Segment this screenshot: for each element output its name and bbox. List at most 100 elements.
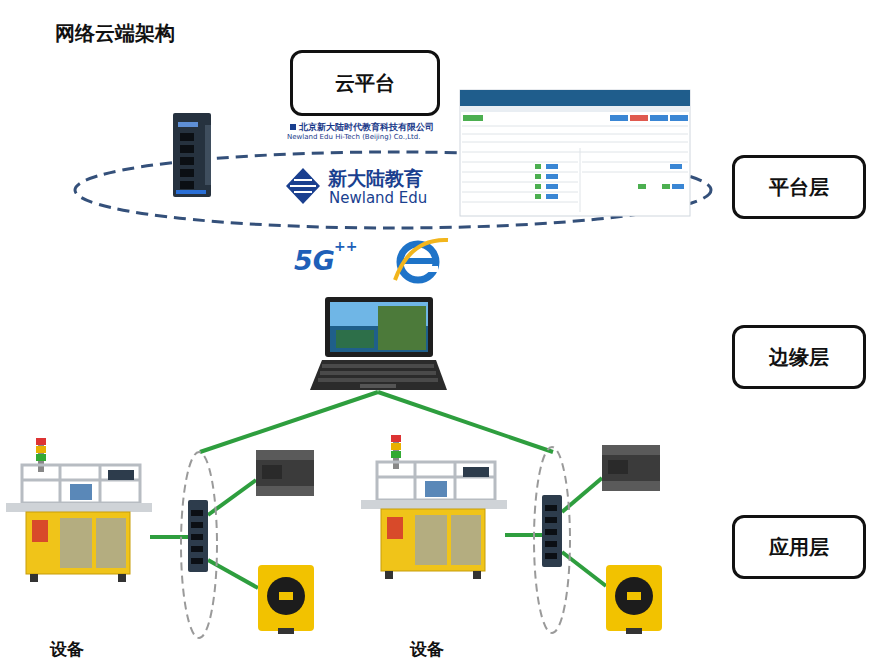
training-machine [99, 465, 102, 503]
laptop [310, 297, 447, 390]
industrial-switch [205, 125, 211, 185]
industrial-switch [180, 169, 194, 177]
box-label: 云平台 [335, 70, 395, 97]
edge-switch [191, 534, 203, 540]
layer-box: 应用层 [732, 515, 866, 579]
rfid-reader [258, 565, 314, 634]
platform-screenshot [582, 162, 688, 163]
platform-screenshot [462, 172, 578, 173]
edge-switch [191, 546, 203, 552]
training-machine [36, 438, 46, 445]
platform-screenshot [546, 194, 558, 199]
device-label: 设备 [410, 638, 444, 661]
training-machine [36, 446, 46, 453]
training-machine [32, 520, 48, 542]
brand-name-en: Newland Edu [329, 189, 427, 207]
platform-screenshot [460, 90, 690, 106]
industrial-switch [176, 190, 206, 194]
platform-screenshot [462, 126, 688, 212]
network-cable [378, 392, 553, 452]
platform-screenshot [672, 184, 684, 189]
rfid-reader [615, 577, 653, 615]
training-machine [414, 462, 417, 500]
edge-switch [542, 495, 562, 567]
browser-icon [420, 266, 438, 272]
training-machine [118, 574, 126, 582]
platform-screenshot [462, 142, 688, 143]
platform-screenshot [462, 202, 578, 203]
training-machine [96, 518, 126, 568]
edge-switch [542, 495, 562, 567]
company-name-en: Newland Edu Hi-Tech (Beijing) Co.,Ltd. [287, 133, 420, 141]
laptop [325, 297, 433, 357]
laptop [320, 371, 436, 375]
edge-switch [545, 529, 557, 535]
plc [602, 481, 660, 491]
network-cable [150, 392, 606, 588]
plc [602, 445, 660, 491]
training-machine [6, 503, 152, 512]
layer-box: 边缘层 [732, 325, 866, 389]
platform-screenshot [535, 184, 541, 189]
platform-screenshot [462, 182, 578, 183]
training-machine [6, 438, 152, 582]
newland-logo-symbol [290, 185, 316, 187]
training-machine [108, 470, 134, 480]
training-machine [22, 465, 140, 503]
laptop [318, 364, 438, 382]
plc [256, 486, 314, 496]
training-machine [454, 462, 457, 500]
industrial-switch [180, 157, 194, 165]
diagram-title: 网络云端架构 [55, 20, 175, 47]
edge-switch [545, 517, 557, 523]
laptop [318, 378, 438, 382]
laptop [330, 302, 428, 352]
cloud-platform-box: 云平台 [290, 50, 440, 116]
platform-screenshot [462, 152, 688, 153]
industrial-switch [178, 122, 198, 127]
platform-screenshot [546, 164, 684, 199]
platform-screenshot [670, 115, 688, 121]
edge-switch [188, 500, 208, 572]
browser-icon [395, 240, 448, 280]
training-machine [381, 509, 485, 571]
newland-logo-symbol [286, 168, 320, 204]
training-machine [377, 462, 495, 500]
group-boundary [181, 452, 217, 638]
platform-screenshot [650, 115, 668, 121]
5g-logo: ++ [334, 238, 357, 254]
training-machine [415, 515, 447, 565]
training-machine [70, 484, 92, 500]
laptop [360, 384, 396, 388]
platform-screenshot [610, 115, 628, 121]
plc [256, 450, 314, 496]
platform-screenshot [462, 192, 578, 193]
training-machine [26, 512, 130, 574]
training-machine [361, 500, 507, 509]
rfid-reader [258, 565, 314, 631]
platform-screenshot [462, 134, 688, 135]
laptop [310, 360, 447, 390]
platform-screenshot [670, 164, 682, 169]
newland-logo-symbol [290, 124, 296, 130]
rfid-reader [606, 565, 662, 631]
laptop [336, 330, 374, 348]
edge-switch [191, 558, 203, 564]
plc [256, 450, 314, 496]
box-label: 平台层 [769, 174, 829, 201]
network-cable [505, 533, 542, 537]
newland-logo-symbol [294, 179, 312, 181]
platform-screenshot [535, 174, 541, 179]
plc [256, 450, 314, 460]
network-cable [200, 392, 378, 452]
platform-screenshot [582, 172, 688, 173]
newland-logo-symbol [294, 191, 312, 193]
edge-switch [191, 522, 203, 528]
training-machine [391, 451, 401, 458]
box-label: 边缘层 [769, 344, 829, 371]
platform-screenshot [546, 174, 558, 179]
rfid-reader [279, 592, 293, 600]
training-machine [36, 454, 46, 461]
rfid-reader [627, 592, 641, 600]
industrial-switch [173, 113, 211, 197]
